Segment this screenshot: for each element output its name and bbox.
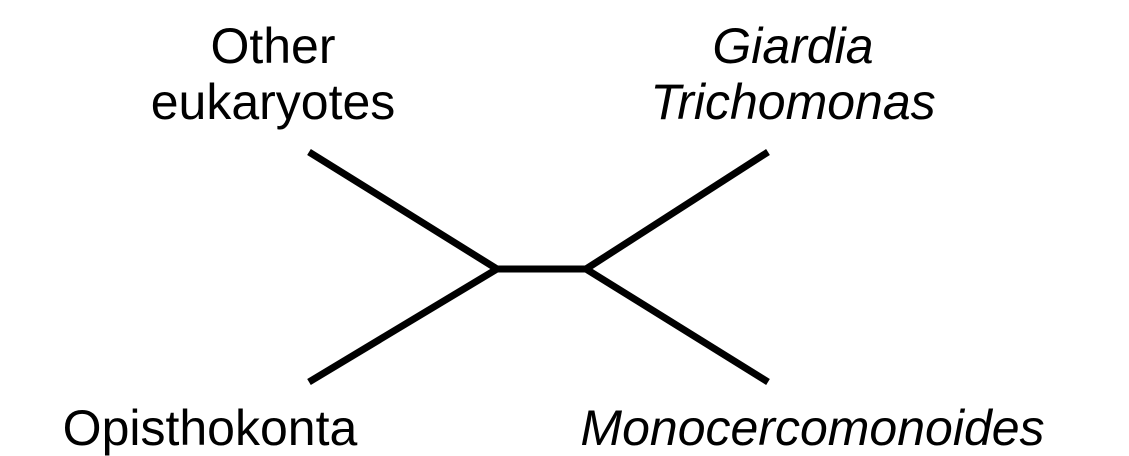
taxon-label-opisthokonta: Opisthokonta bbox=[10, 400, 410, 456]
taxon-label-other-eukaryotes: Other eukaryotes bbox=[108, 18, 438, 130]
taxon-line: Monocercomonoides bbox=[580, 400, 1045, 456]
taxon-line: Other bbox=[210, 18, 336, 74]
taxon-line: Opisthokonta bbox=[62, 400, 358, 456]
taxon-label-giardia-trichomonas: Giardia Trichomonas bbox=[598, 18, 988, 130]
taxon-line: Giardia bbox=[712, 18, 874, 74]
branch-bottom-left bbox=[307, 266, 499, 385]
branch-top-left bbox=[307, 149, 499, 272]
branch-bottom-right bbox=[584, 266, 770, 385]
branch-top-right bbox=[584, 149, 770, 272]
taxon-label-monocercomonoides: Monocercomonoides bbox=[500, 400, 1125, 456]
taxon-line: eukaryotes bbox=[150, 74, 396, 130]
taxon-line: Trichomonas bbox=[650, 74, 936, 130]
